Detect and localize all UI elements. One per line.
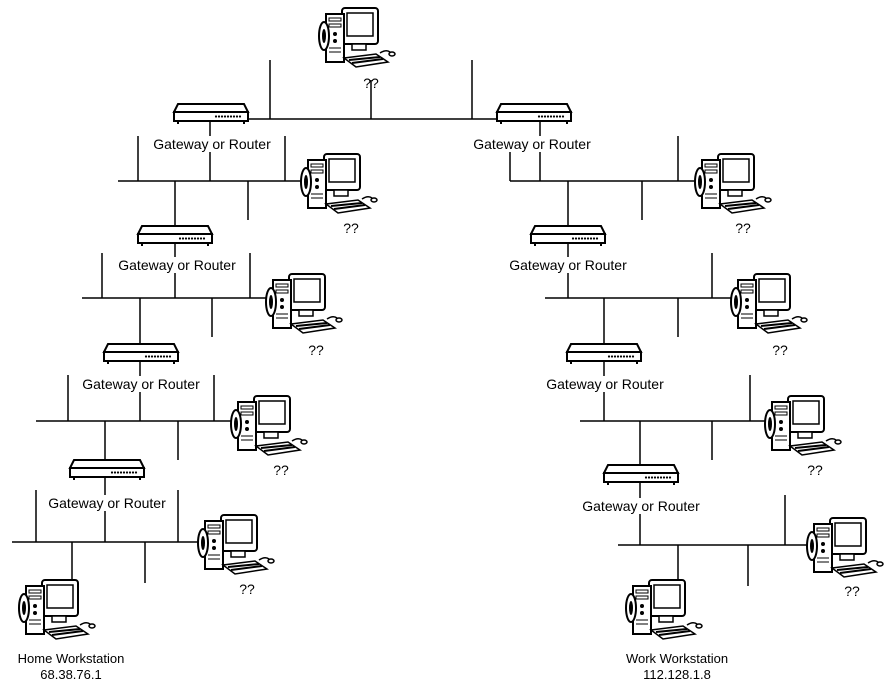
host-label: ?? (273, 462, 289, 478)
host-label: ?? (735, 220, 751, 236)
computer-icon (764, 395, 842, 456)
host-label: ?? (772, 342, 788, 358)
work-workstation-ip: 112.128.1.8 (643, 667, 711, 682)
computer-icon (197, 514, 275, 575)
computer-icon (730, 273, 808, 334)
computer-icon (806, 517, 884, 578)
router-icon (173, 103, 249, 125)
router-label: Gateway or Router (47, 495, 167, 511)
home-workstation-ip: 68.38.76.1 (40, 667, 102, 682)
router-icon (603, 464, 679, 486)
computer-icon (265, 273, 343, 334)
router-icon (530, 225, 606, 247)
home-computer-icon (18, 579, 96, 640)
router-label: Gateway or Router (581, 498, 701, 514)
router-label: Gateway or Router (152, 136, 272, 152)
computer-icon (300, 153, 378, 214)
computer-icon (694, 153, 772, 214)
router-label: Gateway or Router (81, 376, 201, 392)
host-label: ?? (308, 342, 324, 358)
router-icon (103, 343, 179, 365)
host-label: ?? (807, 462, 823, 478)
router-label: Gateway or Router (545, 376, 665, 392)
home-workstation-name: Home Workstation (17, 651, 125, 666)
work-workstation-name: Work Workstation (625, 651, 729, 666)
host-label: ?? (844, 583, 860, 599)
router-icon (137, 225, 213, 247)
router-icon (566, 343, 642, 365)
computer-icon (230, 395, 308, 456)
router-icon (496, 103, 572, 125)
host-label: ?? (363, 75, 379, 91)
router-icon (69, 459, 145, 481)
router-label: Gateway or Router (117, 257, 237, 273)
host-label: ?? (343, 220, 359, 236)
host-label: ?? (239, 581, 255, 597)
work-computer-icon (625, 579, 703, 640)
router-label: Gateway or Router (508, 257, 628, 273)
computer-icon (318, 7, 396, 68)
router-label: Gateway or Router (472, 136, 592, 152)
